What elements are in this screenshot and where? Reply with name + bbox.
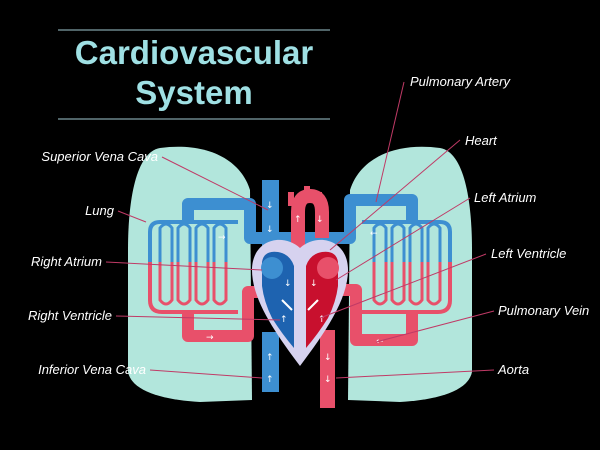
descending-aorta — [320, 330, 335, 408]
pulmonary-artery-right — [300, 194, 418, 244]
svg-text:↑: ↑ — [318, 315, 326, 325]
leader-heart — [329, 139, 461, 251]
flow-arrows: ↓ ↓ ↑ ↑ ↑ ↓ ↓ ↓ → ← → ← ↓ ↓ ↑ ↑ — [206, 201, 384, 385]
svg-text:←: ← — [376, 337, 384, 347]
leader-lung — [117, 210, 147, 223]
leader-right-atrium — [105, 261, 263, 271]
leader-right-ventricle — [115, 315, 281, 321]
svg-text:↓: ↓ — [310, 279, 318, 289]
leader-inferior-vena-cava — [149, 369, 263, 379]
svg-text:↑: ↑ — [294, 215, 302, 225]
heart-shape — [252, 239, 348, 366]
svg-text:↓: ↓ — [266, 201, 274, 211]
leader-lines — [105, 81, 495, 379]
label-pulmonary-vein: Pulmonary Vein — [498, 303, 589, 318]
svg-text:↓: ↓ — [324, 353, 332, 363]
svg-text:↓: ↓ — [284, 279, 292, 289]
leader-left-atrium — [335, 197, 471, 281]
svg-text:→: → — [206, 333, 214, 343]
label-left-ventricle: Left Ventricle — [491, 246, 566, 261]
leader-pulmonary-vein — [375, 310, 495, 343]
label-pulmonary-artery: Pulmonary Artery — [410, 74, 511, 89]
inferior-vena-cava-vessel — [262, 332, 279, 392]
label-left-atrium: Left Atrium — [474, 190, 537, 205]
svg-text:↓: ↓ — [316, 215, 324, 225]
svg-text:↑: ↑ — [266, 375, 274, 385]
left-lung-capillaries — [148, 220, 238, 314]
label-right-atrium: Right Atrium — [31, 254, 102, 269]
leader-left-ventricle — [319, 253, 487, 319]
pulmonary-vein-left — [182, 286, 262, 342]
right-lung-capillaries — [362, 220, 452, 314]
leader-pulmonary-artery — [375, 81, 405, 203]
label-lung: Lung — [85, 203, 115, 218]
svg-text:←: ← — [370, 229, 378, 239]
label-superior-vena-cava: Superior Vena Cava — [41, 149, 158, 164]
label-right-ventricle: Right Ventricle — [28, 308, 112, 323]
leader-aorta — [335, 369, 495, 379]
leader-superior-vena-cava — [161, 156, 269, 211]
pulmonary-vein-right — [338, 284, 418, 346]
svg-text:→: → — [218, 233, 226, 243]
svg-text:↑: ↑ — [280, 315, 288, 325]
title-line-2: System — [135, 74, 252, 111]
svg-text:↓: ↓ — [324, 375, 332, 385]
label-inferior-vena-cava: Inferior Vena Cava — [38, 362, 146, 377]
title-line-1: Cardiovascular — [75, 34, 314, 71]
superior-vena-cava-vessel — [262, 180, 279, 260]
svg-text:↑: ↑ — [266, 353, 274, 363]
label-heart: Heart — [465, 133, 498, 148]
label-aorta: Aorta — [497, 362, 529, 377]
svg-text:↓: ↓ — [266, 225, 274, 235]
